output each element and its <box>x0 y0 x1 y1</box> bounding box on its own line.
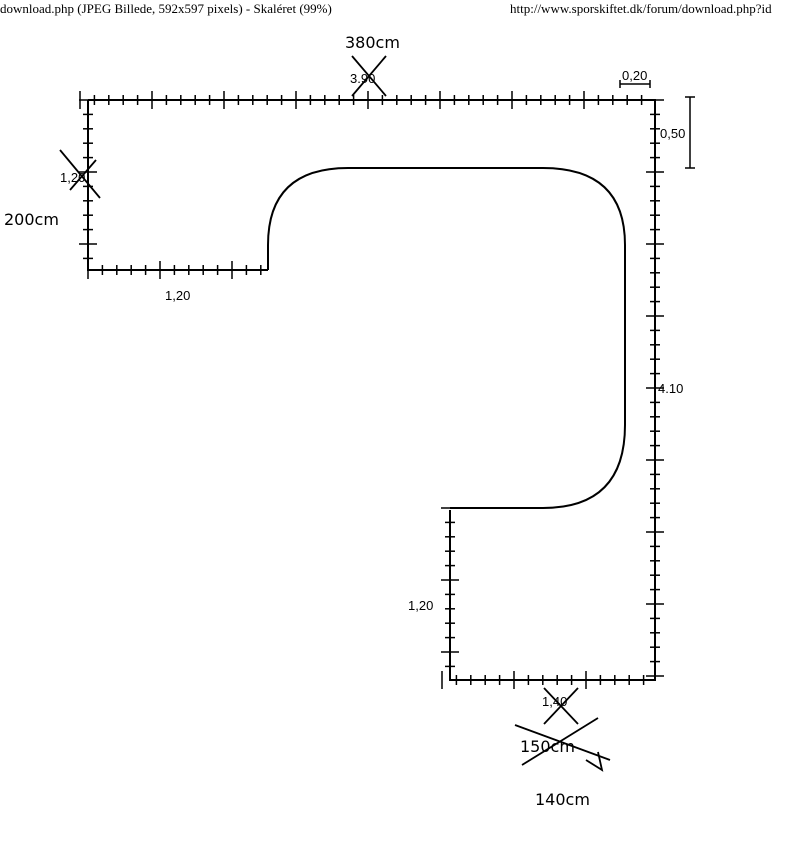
top-corrected-label: 380cm <box>345 33 400 52</box>
strike-150 <box>514 724 611 761</box>
bottom-length-label: 1,40 <box>542 694 567 709</box>
outer-outline <box>87 99 656 681</box>
left-height-label: 1,20 <box>60 170 85 185</box>
right-length-label: 4.10 <box>658 381 683 396</box>
top-corner-label: 0,20 <box>622 68 647 83</box>
window-title: download.php (JPEG Billede, 592x597 pixe… <box>0 1 332 16</box>
right-top-label: 0,50 <box>660 126 685 141</box>
bottom-corrected-label: 150cm <box>520 737 575 756</box>
strike-left <box>59 149 101 199</box>
leg-height-label: 1,20 <box>408 598 433 613</box>
left-corrected-label: 200cm <box>4 210 59 229</box>
top-length-label: 3.90 <box>350 71 375 86</box>
bottom-final-label: 140cm <box>535 790 590 809</box>
inner-curve-outline <box>267 167 626 509</box>
left-bottom-label: 1,20 <box>165 288 190 303</box>
window-url: http://www.sporskiftet.dk/forum/download… <box>510 1 772 16</box>
